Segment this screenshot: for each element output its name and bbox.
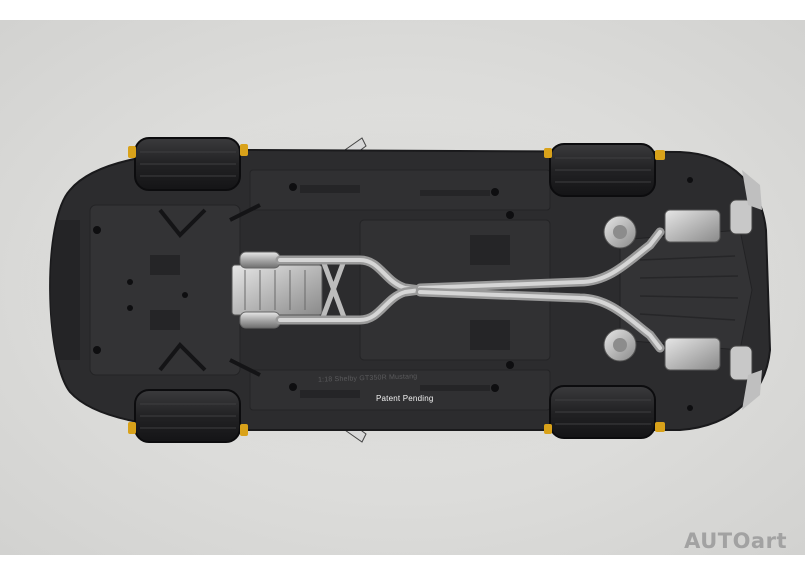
tail-light-bottom [742,370,762,410]
brake-calipers [128,144,665,436]
front-lip [50,220,80,360]
car-underside-illustration [12,113,792,463]
rear-hubs [603,215,637,362]
rocker-panel-top [249,169,551,211]
x-brace [319,257,348,321]
panel-details [150,185,510,398]
front-panel [89,204,241,376]
rocker-panel-bottom [249,369,551,411]
patent-label: Patent Pending [376,394,434,403]
diffuser-ribs [639,255,739,321]
front-suspension [158,203,261,377]
wheels [134,137,656,443]
tail-light-top [742,170,762,210]
exhaust-system [239,199,753,381]
transmission-ribs [244,270,306,310]
autoart-logo: AUTOart [684,529,787,553]
mounting-bolts [93,177,693,411]
product-photo: 1:18 Shelby GT350R Mustang Patent Pendin… [0,20,805,555]
